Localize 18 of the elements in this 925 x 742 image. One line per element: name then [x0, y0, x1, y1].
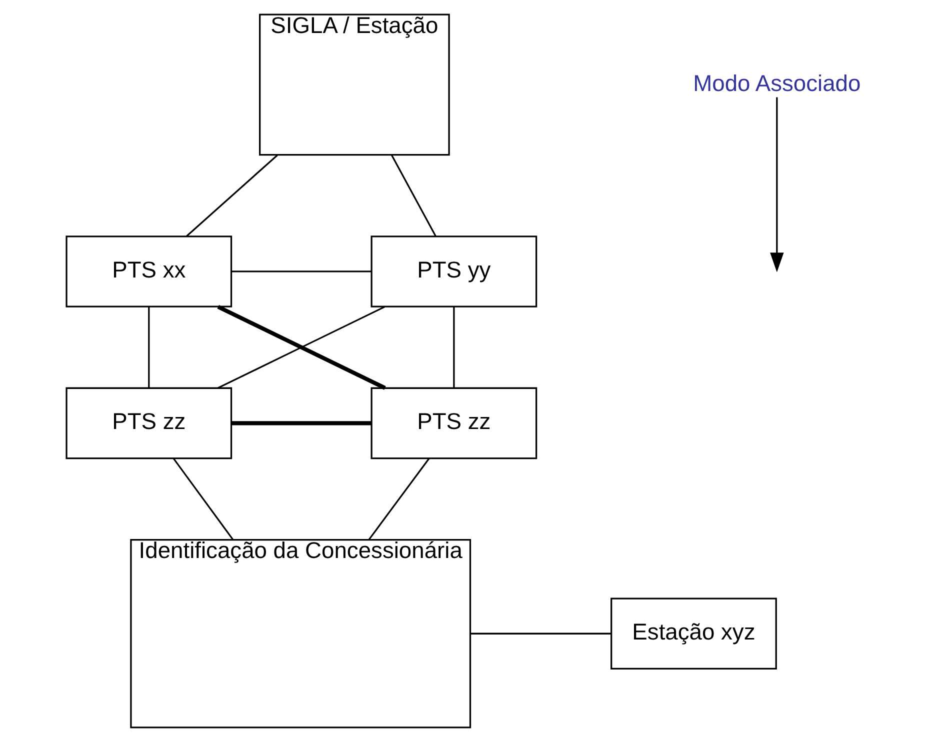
- node-box: PTS yy: [370, 236, 538, 308]
- node-box: PTS zz: [370, 387, 538, 460]
- connector: [232, 270, 372, 272]
- node-box: PTS xx: [66, 236, 232, 308]
- node-box: Identificação da Concessionária: [130, 539, 472, 728]
- connector: [148, 306, 150, 388]
- connector: [391, 154, 436, 237]
- node-box: SIGLA / Estação: [259, 14, 450, 156]
- node-box: Estação xyz: [610, 598, 777, 670]
- connector: [232, 421, 372, 426]
- node-box: PTS zz: [66, 387, 232, 460]
- connector: [172, 458, 234, 540]
- connector: [453, 306, 455, 388]
- connector: [368, 458, 430, 540]
- connector: [186, 154, 278, 237]
- arrow: [770, 97, 784, 272]
- connector: [470, 632, 612, 634]
- node-text: Modo Associado: [693, 70, 861, 96]
